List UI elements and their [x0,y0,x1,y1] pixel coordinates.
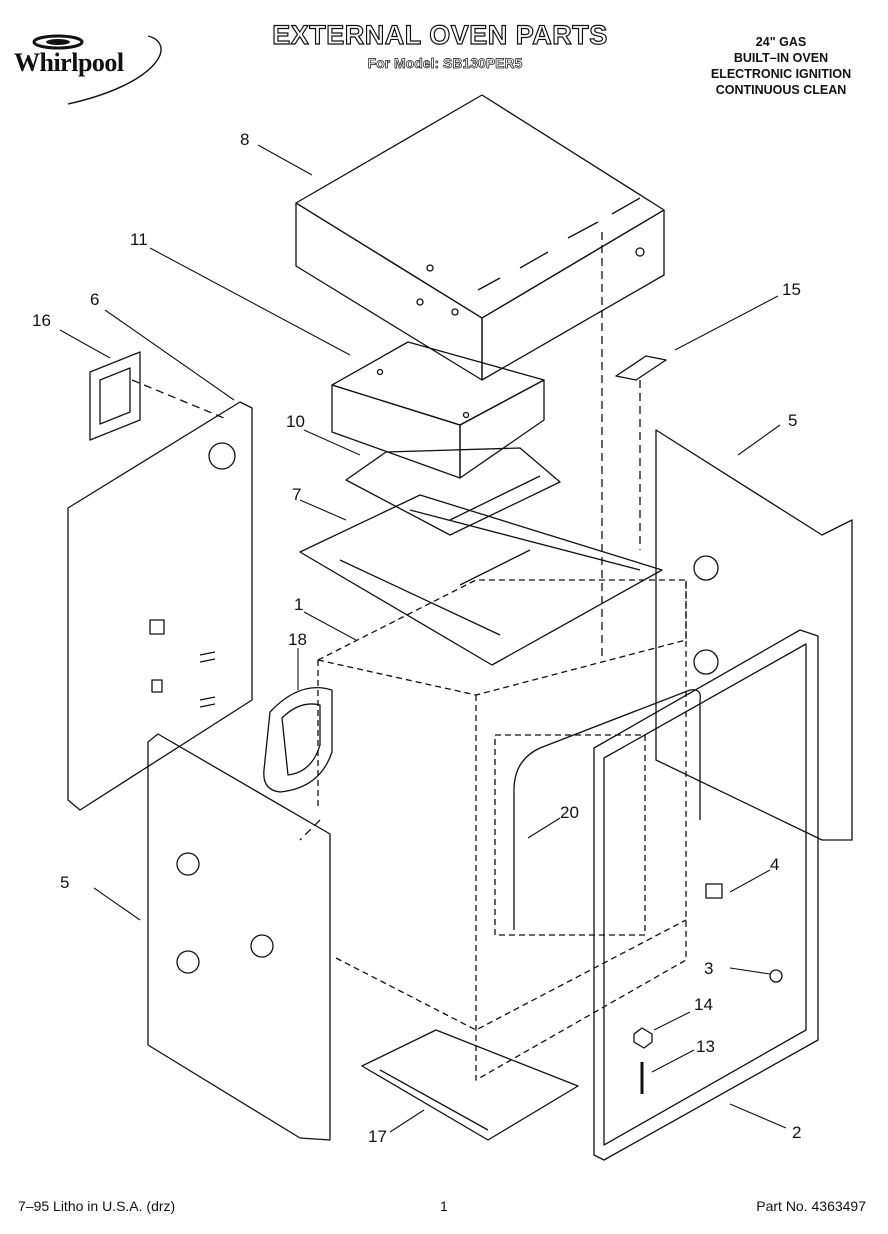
part-10-plate [345,447,561,536]
part-3-screw [769,969,783,983]
callout-1: 1 [294,595,303,614]
part-20-tube [513,689,701,930]
part-15-bracket [615,355,667,381]
print-info: 7–95 Litho in U.S.A. (drz) [18,1198,176,1214]
spec-line: BUILT–IN OVEN [733,51,829,65]
part-17-rail [361,1029,579,1141]
part-6-left-panel [67,401,253,811]
logo-swoosh-icon [32,34,162,105]
part-number: Part No. 4363497 [756,1198,866,1214]
callout-5-left: 5 [60,873,69,892]
leader-arrows [59,144,787,1133]
callout-6: 6 [90,290,99,309]
part-5-front-panel [147,733,331,1141]
callout-17: 17 [368,1127,387,1146]
spec-line: 24" GAS [755,35,807,49]
callout-4: 4 [770,855,779,874]
part-5-right-panel [655,429,853,841]
part-4-clip [705,883,723,899]
callout-14: 14 [694,995,713,1014]
callout-20: 20 [560,803,579,822]
callout-5-right: 5 [788,411,797,430]
model-subtitle: For Model: SB130PER5 [367,55,523,72]
callout-8: 8 [240,130,249,149]
callout-18: 18 [288,630,307,649]
brand-wordmark: Whirlpool [14,48,124,77]
spec-line: CONTINUOUS CLEAN [715,83,847,97]
callout-10: 10 [286,412,305,431]
spec-line: ELECTRONIC IGNITION [710,67,852,81]
callout-7: 7 [292,485,301,504]
page-title: EXTERNAL OVEN PARTS [272,19,608,50]
part-11-box [331,341,545,479]
callout-3: 3 [704,959,713,978]
part-14-nut [633,1027,653,1049]
spec-block: 24" GAS BUILT–IN OVEN ELECTRONIC IGNITIO… [676,34,886,98]
guide-lines [131,232,641,841]
part-8-top-housing [295,94,665,381]
callout-16: 16 [32,311,51,330]
callout-15: 15 [782,280,801,299]
whirlpool-logo [28,34,188,106]
part-16-bracket [89,351,141,441]
callout-11: 11 [130,230,148,249]
part-2-front-frame [593,629,819,1161]
part-18-gasket [263,686,333,793]
callout-13: 13 [696,1037,715,1056]
page-number: 1 [440,1198,448,1214]
callout-2: 2 [792,1123,801,1142]
part-1-oven-cavity [317,579,687,1081]
part-7-top-sheet [299,494,663,666]
